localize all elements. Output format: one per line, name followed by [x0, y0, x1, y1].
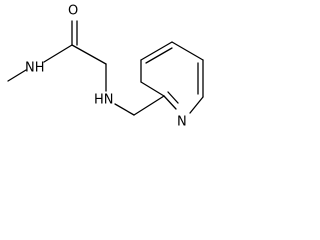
- ring-bond-c4-c3-outer: [140, 41, 173, 61]
- ring-bond-c5-c4: [171, 41, 204, 61]
- ring-bond-c2-n: [163, 95, 177, 110]
- pyridine-n-label: N: [177, 115, 187, 130]
- amide-nh-label: NH: [25, 61, 45, 76]
- bond-carbonyl-ch2: [71, 44, 107, 65]
- bond-methyl-n: [7, 69, 27, 82]
- ring-bond-c2-join: [140, 81, 165, 97]
- atom-labels: O NH HN N: [25, 4, 187, 130]
- bond-n-carbonyl: [43, 44, 73, 63]
- chemical-structure: O NH HN N: [7, 4, 204, 130]
- bonds: [7, 20, 204, 116]
- ring-bond-n-c6: [189, 96, 204, 114]
- carbonyl-oxygen-label: O: [68, 4, 78, 19]
- bond-ch2-pyridine: [133, 95, 165, 116]
- ring-bond-c4-c3-inner: [145, 47, 173, 64]
- amine-nh-label: HN: [94, 93, 114, 108]
- ring-bond-c2-n-inner: [167, 91, 179, 104]
- bond-nh-ch2: [114, 103, 135, 116]
